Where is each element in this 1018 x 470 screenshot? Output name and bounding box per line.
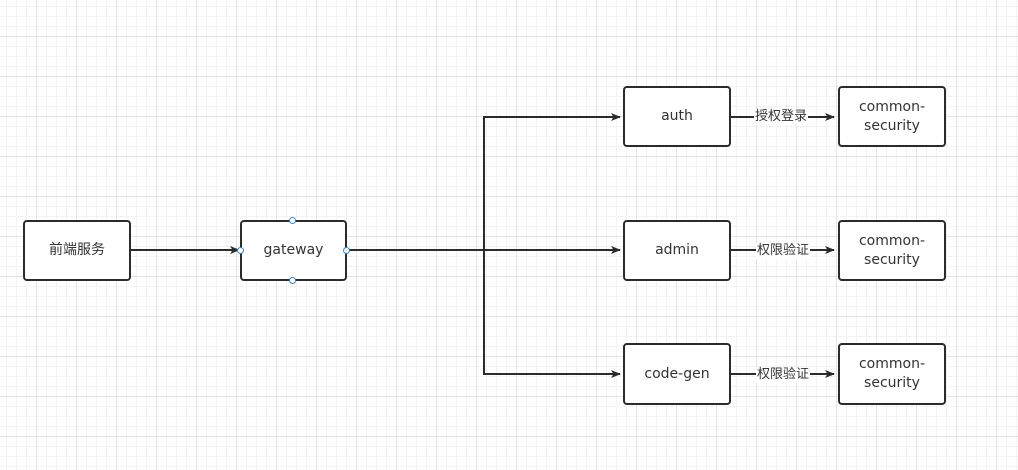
edge-gateway-codegen[interactable] [347,249,621,378]
connection-handle-top[interactable] [289,217,296,224]
node-label: common- security [859,355,925,393]
node-label-line-2: security [864,375,920,391]
edge-label-admin: 权限验证 [756,243,811,259]
connection-handle-left[interactable] [237,247,244,254]
node-label: gateway [263,242,324,258]
connection-handle-bottom[interactable] [289,277,296,284]
node-label-line-2: security [864,117,920,134]
node-label: admin [655,242,699,258]
node-label-line-1: common- [858,98,926,115]
code-gen-node[interactable]: code-gen [623,343,731,405]
connection-handle-right[interactable] [343,247,350,254]
gateway-node[interactable]: gateway [240,220,347,281]
node-label: auth [661,108,693,124]
common-security-node-3[interactable]: common- security [838,343,946,405]
node-label: 前端服务 [49,242,105,258]
node-label: code-gen [644,365,710,382]
admin-node[interactable]: admin [623,220,731,281]
node-label-line-1: common- [858,356,926,372]
edge-label-codegen: 权限验证 [756,367,811,383]
node-label: common- security [859,232,925,270]
auth-node[interactable]: auth [623,86,731,147]
edge-gateway-auth[interactable] [347,113,621,251]
node-label: common- security [859,98,925,136]
frontend-service-node[interactable]: 前端服务 [23,220,131,281]
common-security-node-2[interactable]: common- security [838,220,946,281]
node-label-line-2: security [864,251,920,268]
node-label-line-1: common- [858,232,926,249]
common-security-node-1[interactable]: common- security [838,86,946,147]
edge-label-auth: 授权登录 [754,109,809,125]
